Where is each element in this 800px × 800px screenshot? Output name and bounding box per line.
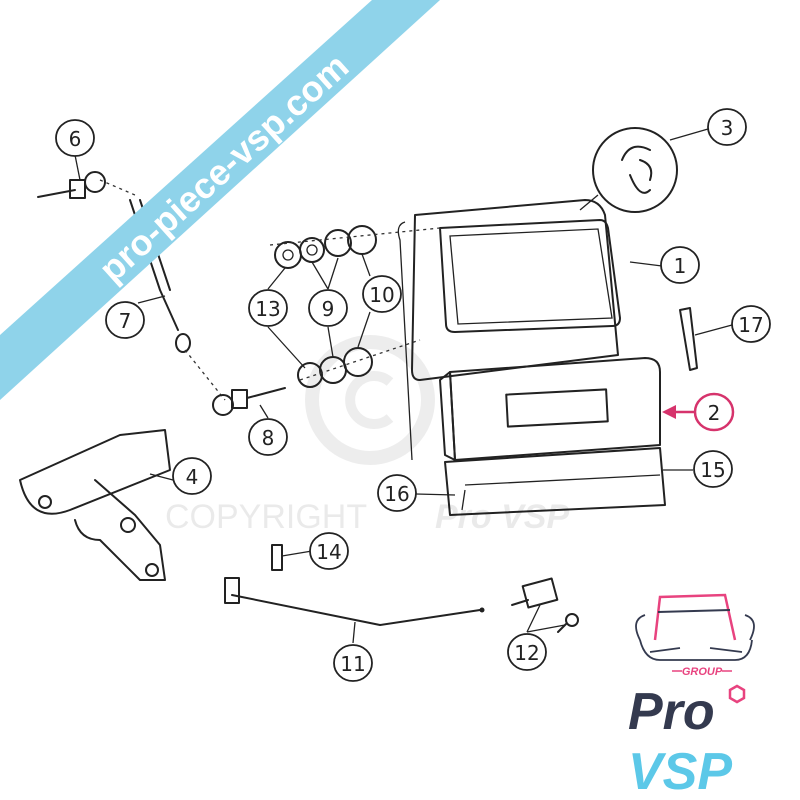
callout-circle: [693, 450, 733, 488]
callout-circle: [333, 644, 373, 682]
part-tailgate-window-frame: [397, 199, 621, 461]
callout-9: 9: [308, 289, 348, 327]
callout-3: 3: [707, 108, 747, 146]
callout-label: 4: [186, 465, 199, 489]
callout-circle: [309, 532, 349, 570]
part-tailgate-lower-panel: [439, 357, 661, 461]
part-ball-stud-8: [212, 387, 286, 416]
watermark-brand: Pro VSP: [435, 498, 569, 536]
callout-label: 7: [119, 309, 132, 333]
callout-label: 10: [369, 283, 394, 307]
callout-label: 6: [69, 127, 82, 151]
callout-label: 2: [708, 401, 721, 425]
callout-11: 11: [333, 644, 373, 682]
callout-16: 16: [377, 474, 417, 512]
callout-6: 6: [55, 119, 95, 157]
callout-circle: [507, 633, 547, 671]
callout-circle: [660, 246, 700, 284]
callout-label: 8: [262, 426, 275, 450]
callout-14: 14: [309, 532, 349, 570]
logo-group: GROUP: [682, 666, 723, 678]
logo-pro: Pro: [628, 683, 715, 741]
part-14: [271, 544, 283, 571]
callout-circle: [693, 392, 735, 432]
part-lock-cylinder: [511, 577, 579, 633]
part-rod: [224, 577, 485, 626]
part-17: [679, 307, 698, 371]
callout-label: 11: [340, 652, 365, 676]
callout-8: 8: [248, 418, 288, 456]
callout-label: 13: [255, 297, 280, 321]
callout-circle: [55, 119, 95, 157]
callout-circle: [172, 457, 212, 495]
callout-label: 14: [316, 540, 341, 564]
provsp-logo: GROUP Pro VSP: [628, 593, 755, 800]
callout-circle: [248, 289, 288, 327]
callout-label: 1: [674, 254, 687, 278]
callout-2: 2: [693, 392, 735, 432]
callout-label: 12: [514, 641, 539, 665]
callout-circle: [308, 289, 348, 327]
part-ball-stud-6: [37, 171, 106, 199]
callout-7: 7: [105, 301, 145, 339]
highlight-arrowhead: [662, 405, 676, 419]
callout-label: 9: [322, 297, 335, 321]
callout-label: 16: [384, 482, 409, 506]
logo-vsp: VSP: [628, 743, 732, 800]
part-seal: [579, 127, 678, 213]
callout-circle: [248, 418, 288, 456]
part-trim-strip: [444, 447, 666, 516]
callout-circle: [105, 301, 145, 339]
leader-lines: [74, 128, 733, 644]
callout-12: 12: [507, 633, 547, 671]
part-lock: [19, 429, 171, 581]
callout-1: 1: [660, 246, 700, 284]
callout-15: 15: [693, 450, 733, 488]
callout-circle: [377, 474, 417, 512]
callout-label: 17: [738, 313, 763, 337]
callout-17: 17: [731, 305, 771, 343]
callout-circle: [731, 305, 771, 343]
callout-10: 10: [362, 275, 402, 313]
watermark-copyright: COPYRIGHT: [165, 498, 367, 536]
callout-circle: [707, 108, 747, 146]
callout-label: 15: [700, 458, 725, 482]
callout-4: 4: [172, 457, 212, 495]
callout-label: 3: [721, 116, 734, 140]
watermark-copyright-symbol: [305, 335, 435, 465]
callout-circle: [362, 275, 402, 313]
callout-13: 13: [248, 289, 288, 327]
